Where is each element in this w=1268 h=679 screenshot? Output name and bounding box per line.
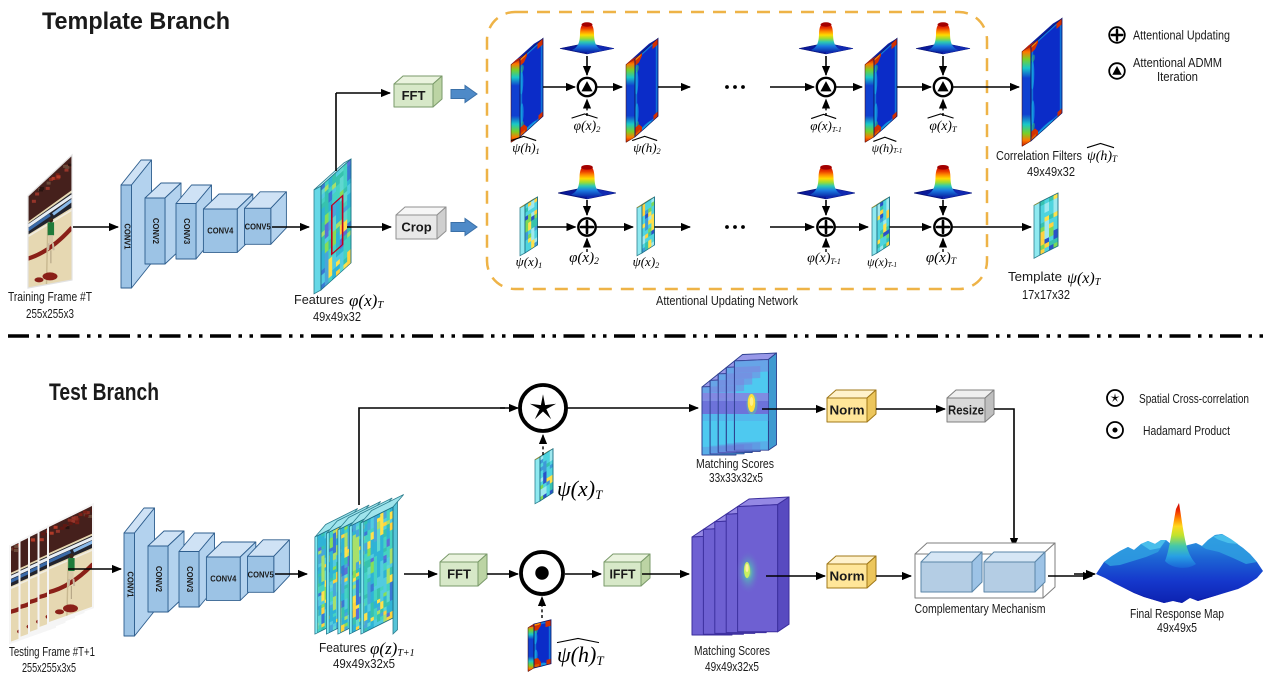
svg-text:49x49x32x5: 49x49x32x5 — [705, 660, 759, 674]
svg-text:49x49x32x5: 49x49x32x5 — [333, 657, 395, 671]
svg-text:Features: Features — [319, 640, 366, 655]
svg-text:Template Branch: Template Branch — [42, 8, 230, 35]
svg-text:Test Branch: Test Branch — [49, 379, 159, 406]
svg-text:17x17x32: 17x17x32 — [1022, 288, 1070, 302]
svg-text:255x255x3x5: 255x255x3x5 — [22, 661, 76, 675]
svg-text:ψ(x)2: ψ(x)2 — [633, 254, 660, 270]
svg-text:33x33x32x5: 33x33x32x5 — [709, 471, 763, 485]
svg-text:FFT: FFT — [402, 88, 426, 103]
svg-text:Norm: Norm — [830, 403, 865, 418]
svg-text:Iteration: Iteration — [1157, 70, 1198, 84]
svg-text:Norm: Norm — [830, 569, 865, 584]
svg-text:Template: Template — [1008, 270, 1062, 284]
svg-text:Attentional Updating Network: Attentional Updating Network — [656, 293, 798, 308]
svg-text:CONV1: CONV1 — [122, 224, 131, 251]
svg-text:φ(x)T: φ(x)T — [349, 291, 384, 311]
svg-text:Hadamard Product: Hadamard Product — [1143, 424, 1230, 438]
svg-text:ψ(x)1: ψ(x)1 — [516, 254, 543, 270]
svg-text:Resize: Resize — [948, 404, 984, 418]
svg-text:ψ(h)1: ψ(h)1 — [512, 140, 539, 156]
svg-text:Spatial Cross-correlation: Spatial Cross-correlation — [1139, 392, 1249, 406]
svg-text:Final Response Map: Final Response Map — [1130, 606, 1224, 621]
svg-text:CONV3: CONV3 — [182, 218, 191, 245]
svg-text:Features: Features — [294, 292, 344, 307]
svg-text:CONV2: CONV2 — [151, 218, 160, 245]
svg-text:φ(x)T: φ(x)T — [929, 118, 957, 134]
svg-text:CONV5: CONV5 — [245, 222, 272, 231]
svg-text:Complementary Mechanism: Complementary Mechanism — [915, 601, 1046, 616]
svg-text:Matching Scores: Matching Scores — [694, 643, 770, 658]
svg-text:49x49x32: 49x49x32 — [313, 310, 361, 324]
svg-text:Crop: Crop — [401, 220, 431, 235]
svg-text:ψ(h)2: ψ(h)2 — [633, 140, 660, 156]
svg-text:Attentional Updating: Attentional Updating — [1133, 29, 1230, 43]
svg-text:Training Frame #T: Training Frame #T — [8, 290, 92, 304]
svg-text:φ(x)2: φ(x)2 — [569, 250, 599, 267]
svg-text:CONV4: CONV4 — [207, 227, 234, 236]
svg-text:φ(x)T: φ(x)T — [926, 250, 957, 267]
svg-text:Matching Scores: Matching Scores — [696, 456, 774, 471]
svg-text:255x255x3: 255x255x3 — [26, 307, 74, 321]
svg-text:FFT: FFT — [447, 567, 471, 582]
svg-text:Attentional ADMM: Attentional ADMM — [1133, 56, 1222, 70]
svg-text:Correlation Filters: Correlation Filters — [996, 149, 1082, 163]
svg-text:IFFT: IFFT — [610, 568, 636, 582]
svg-text:49x49x5: 49x49x5 — [1157, 621, 1197, 635]
svg-text:Testing Frame #T+1: Testing Frame #T+1 — [9, 645, 95, 659]
svg-text:49x49x32: 49x49x32 — [1027, 165, 1075, 179]
svg-text:ψ(x)T: ψ(x)T — [1067, 270, 1102, 288]
svg-text:ψ(h)T: ψ(h)T — [1087, 149, 1118, 164]
svg-text:φ(x)2: φ(x)2 — [574, 118, 601, 134]
